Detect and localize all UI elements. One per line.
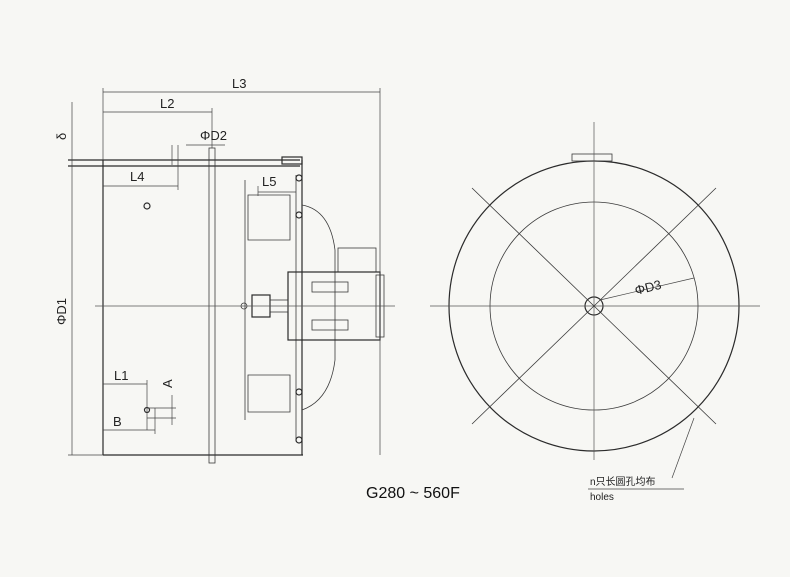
motor-clamp-top [311,281,349,293]
holes-note-cn: n只长圆孔均布 [590,476,656,488]
label-l3: L3 [232,76,246,91]
label-l2: L2 [160,96,174,111]
holes-note-en: holes [590,492,614,503]
spoke-diagonal [471,187,717,425]
flange-bar [208,147,216,464]
bolt [295,436,303,444]
label-d2: ΦD2 [200,128,227,143]
bolt [295,388,303,396]
front-view: ΦD3 n只长圆孔均布 holes [430,122,760,503]
holes-leader [671,417,695,479]
label-l5: L5 [262,174,276,189]
motor-clamp-bottom [311,319,349,331]
bolt [295,174,303,182]
dim-line-d3 [599,277,695,301]
model-caption: G280 ~ 560F [366,485,460,502]
label-b: B [113,414,122,429]
motor-cap [337,247,377,273]
label-delta: δ [54,133,69,140]
side-view: L3 L2 L4 ΦD2 L5 L1 B A δ ΦD1 [54,76,395,464]
blade-bottom [247,374,291,413]
blade-top [247,194,291,241]
label-l4: L4 [130,169,144,184]
mount-hole [143,202,151,210]
label-d3: ΦD3 [633,277,663,298]
label-d1: ΦD1 [54,298,69,325]
top-tab [571,153,613,162]
label-a: A [160,379,175,388]
label-l1: L1 [114,368,128,383]
bolt [295,211,303,219]
motor-bracket [301,204,336,411]
